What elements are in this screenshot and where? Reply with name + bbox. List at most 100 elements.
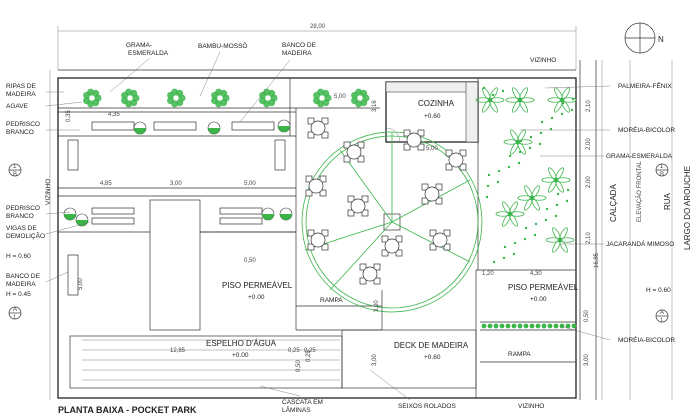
svg-text:1: 1	[13, 164, 17, 170]
cafe-table	[429, 229, 451, 251]
label-grama-top-1: GRAMA-	[126, 42, 152, 49]
label-deck: DECK DE MADEIRA	[394, 341, 469, 350]
grass-dot	[492, 260, 496, 264]
neighbor-bottom: VIZINHO	[518, 403, 544, 410]
dim-025a: 0,25	[288, 348, 300, 354]
moreia-plant	[529, 323, 535, 329]
shrub-ball	[279, 207, 293, 221]
label-palmeira: PALMEIRA-FÊNIX	[618, 81, 672, 90]
section-markers: 1 B A 1 1 B A 1	[8, 163, 669, 324]
grass-dot	[502, 256, 506, 260]
grass-dot	[486, 184, 490, 188]
label-ripas-2: MADEIRA	[6, 91, 36, 98]
moreia-plant	[541, 323, 547, 329]
dim-300b: 3,00	[374, 300, 380, 312]
moreia-plant	[523, 323, 529, 329]
label-grama-right: GRAMA-ESMERALDA	[606, 153, 673, 160]
grass-dot	[491, 93, 495, 97]
grass-dot	[549, 127, 553, 131]
label-grama-top-2: ESMERALDA	[128, 50, 169, 57]
grass-dot	[545, 207, 549, 211]
grass-dot	[487, 173, 491, 177]
label-pedrisco2-2: BRANCO	[6, 213, 34, 220]
label-banco-top-2: MADEIRA	[282, 50, 312, 57]
dim-300d: 3,00	[584, 354, 590, 366]
label-piso1-level: +0.00	[248, 294, 265, 301]
label-piso1: PISO PERMEÁVEL	[222, 281, 293, 290]
label-vigas-1: VIGAS DE	[6, 225, 37, 232]
label-agave: AGAVE	[6, 103, 29, 110]
label-jacaranda: JACARANDÁ MIMOSO	[606, 239, 674, 248]
grass-dot	[485, 195, 489, 199]
grass-dot	[571, 97, 575, 101]
dim-435: 4,35	[108, 112, 120, 118]
label-banco-left-1: BANCO DE	[6, 273, 41, 280]
grass-dot	[518, 150, 522, 154]
grass-dot	[561, 101, 565, 105]
shrub-ball	[261, 207, 275, 221]
grass-dot	[556, 192, 560, 196]
label-ripas-1: RIPAS DE	[6, 83, 37, 90]
dim-500c: 5,00	[426, 146, 438, 152]
neighbor-top: VIZINHO	[530, 57, 556, 64]
benches-left	[67, 139, 286, 296]
kitchen	[385, 81, 479, 143]
grass-dot	[508, 154, 512, 158]
grass-dot	[570, 108, 574, 112]
shrub-ball	[133, 121, 147, 135]
label-largo: LARGO DO AROUCHE	[683, 166, 692, 250]
label-elevacao: ELEVAÇÃO FRONTAL	[636, 160, 643, 222]
plan-title: PLANTA BAIXA - POCKET PARK	[58, 405, 197, 415]
dim-1685: 16,85	[594, 252, 600, 268]
svg-text:A: A	[660, 310, 664, 316]
label-seixos: SEIXOS ROLADOS	[398, 403, 456, 410]
moreia-plant	[565, 323, 571, 329]
svg-text:B: B	[660, 172, 664, 178]
dim-485: 4,85	[100, 181, 112, 187]
cafe-table	[381, 235, 403, 257]
grass-dot	[544, 218, 548, 222]
label-banco-top-1: BANCO DE	[282, 42, 317, 49]
label-rampa1: RAMPA	[320, 297, 343, 304]
dim-500d: 5,00	[78, 278, 84, 290]
dim-050b: 0,50	[296, 360, 302, 372]
label-pedrisco2-1: PEDRISCO	[6, 205, 40, 212]
cafe-table	[307, 229, 329, 251]
palm-plant	[503, 129, 533, 155]
cafe-table	[359, 263, 381, 285]
label-banco-left-2: MADEIRA	[6, 281, 36, 288]
agave-plant	[83, 88, 102, 108]
section-marker-left-a: A 1	[8, 306, 22, 321]
moreia-plant	[547, 323, 553, 329]
label-vigas-2: DEMOLIÇÃO	[6, 231, 45, 240]
moreia-plant	[553, 323, 559, 329]
dim-300a: 3,00	[170, 181, 182, 187]
moreia-plant	[571, 323, 577, 329]
label-h045: H = 0.45	[6, 291, 31, 298]
cafe-table	[343, 141, 365, 163]
benches-top	[91, 121, 275, 131]
agave-plant	[167, 88, 186, 108]
dim-025c: 0,25	[306, 350, 312, 362]
palm-plant	[541, 167, 571, 193]
grass-dot	[538, 142, 542, 146]
grass-dot	[533, 233, 537, 237]
grass-dot	[550, 116, 554, 120]
dim-200a: 2,00	[586, 138, 592, 150]
grass-dot	[565, 199, 569, 203]
annotations: GRAMA- ESMERALDA BAMBU-MOSSÔ BANCO DE MA…	[6, 41, 692, 415]
palm-plant	[547, 87, 577, 113]
label-pedrisco1-2: BRANCO	[6, 129, 34, 136]
grass-dot	[517, 161, 521, 165]
grass-dot	[523, 237, 527, 241]
cafe-table	[403, 129, 425, 151]
moreia-plant	[487, 323, 493, 329]
dim-210a: 2,10	[586, 100, 592, 112]
grass-dot	[560, 112, 564, 116]
grass-dot	[524, 226, 528, 230]
label-h060-left: H = 0.60	[6, 253, 31, 260]
dim-500b: 5,00	[334, 94, 346, 100]
shrub-ball	[75, 213, 89, 227]
palm-plant	[545, 227, 575, 253]
label-deck-level: +0.60	[424, 354, 441, 361]
